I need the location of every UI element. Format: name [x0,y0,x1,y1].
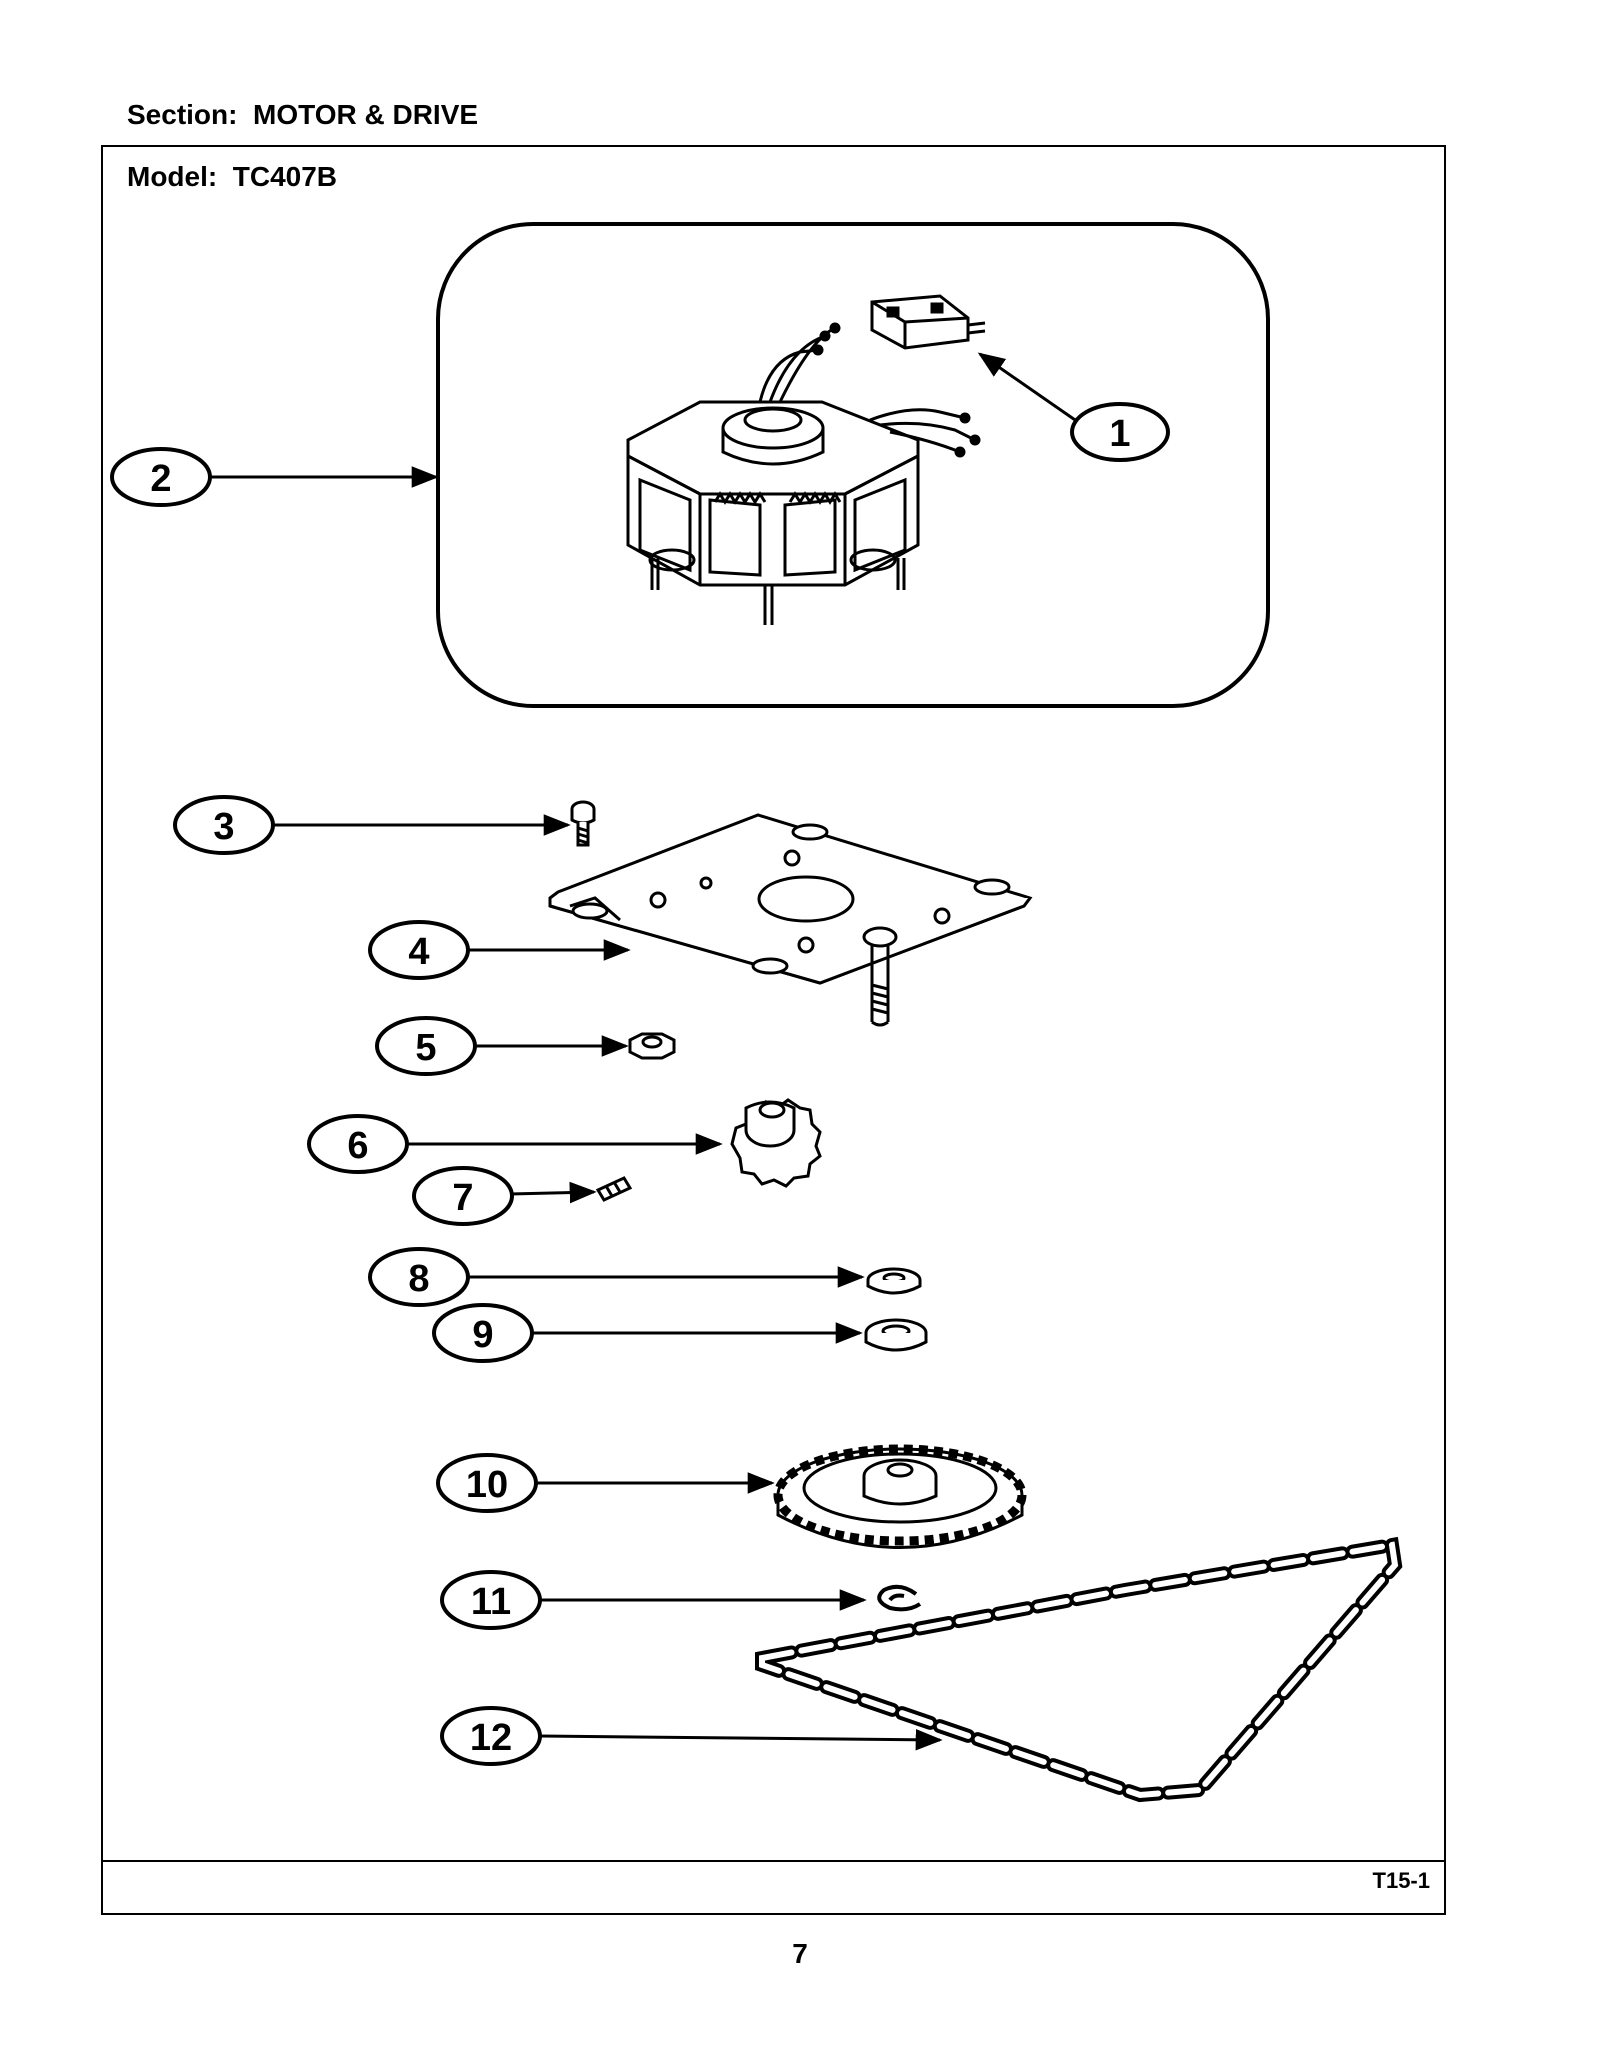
svg-text:7: 7 [452,1177,473,1219]
section-title: Section: MOTOR & DRIVE [127,99,479,130]
callout-7: 7 [412,1166,514,1226]
set-screw-icon [595,1176,633,1202]
page-number: 7 [792,1938,808,1969]
motor-assembly-box [436,222,1270,708]
callout-6: 6 [307,1114,409,1174]
svg-text:6: 6 [347,1125,368,1167]
drive-motor-icon [626,322,981,625]
callout-12: 12 [440,1706,542,1766]
diagram-frame [101,145,1446,1915]
callout-8: 8 [368,1247,470,1307]
svg-text:11: 11 [471,1581,511,1623]
washer-small-icon [866,1267,922,1295]
callout-11: 11 [440,1570,542,1630]
svg-text:8: 8 [408,1258,429,1300]
driven-sprocket-icon [773,1444,1027,1549]
motor-mounting-plate-icon [548,813,1033,1027]
callout-1: 1 [1070,402,1170,462]
leader-1 [977,352,1079,424]
callout-9: 9 [432,1303,534,1363]
motor-switch-icon [870,294,986,350]
screw-icon [570,800,596,847]
retaining-ring-icon [877,1584,922,1612]
svg-text:5: 5 [415,1027,436,1069]
leader-lines [210,352,1079,1751]
callout-5: 5 [375,1016,477,1076]
svg-text:1: 1 [1109,413,1130,455]
svg-text:10: 10 [466,1464,508,1506]
leader-7 [509,1181,597,1204]
callout-3: 3 [173,795,275,855]
drive-chain-icon [755,1536,1403,1803]
callout-10: 10 [436,1453,538,1513]
model-title: Model: TC407B [127,161,338,192]
callout-2: 2 [110,447,212,507]
svg-text:2: 2 [150,458,171,500]
leader-12 [539,1728,943,1751]
figure-code: T15-1 [1372,1868,1430,1893]
callout-4: 4 [368,920,470,980]
svg-text:9: 9 [472,1314,493,1356]
svg-text:4: 4 [408,931,429,973]
washer-large-icon [864,1318,928,1352]
footer-divider [101,1860,1446,1862]
hex-nut-icon [628,1032,676,1060]
svg-text:3: 3 [213,806,234,848]
drive-sprocket-icon [730,1098,822,1188]
svg-text:12: 12 [470,1717,512,1759]
